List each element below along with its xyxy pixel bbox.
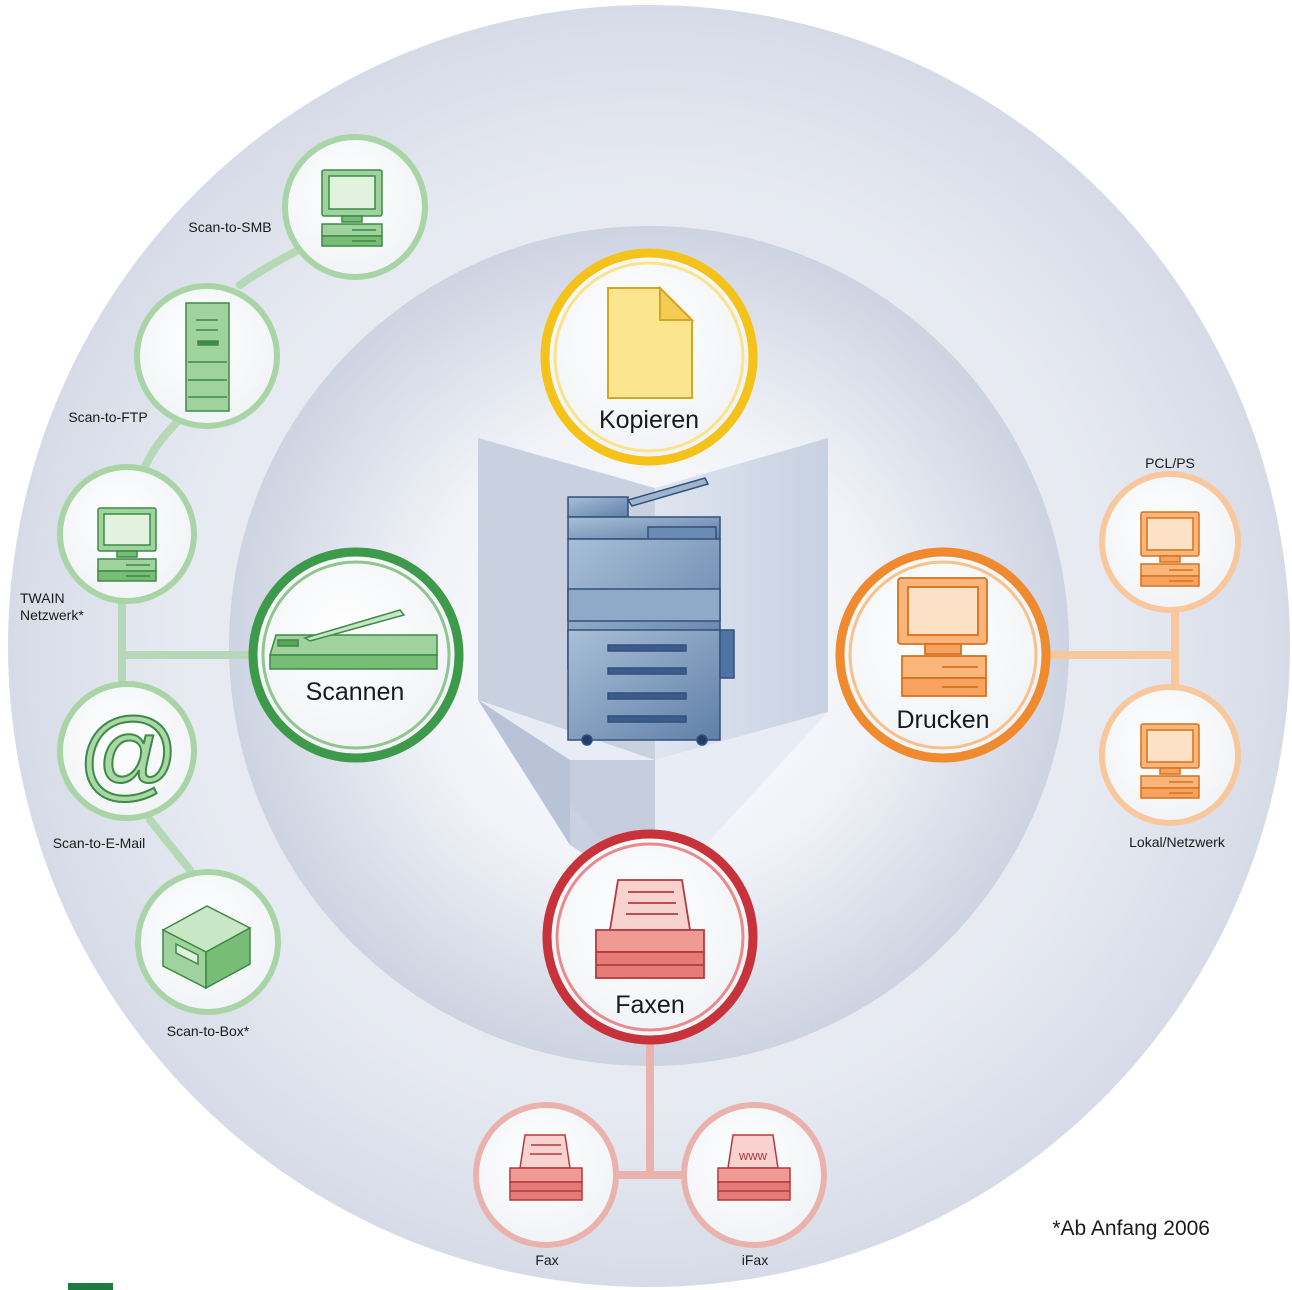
kopieren-label: Kopieren [599, 406, 699, 434]
at-sign-icon: @ [76, 698, 178, 810]
scan-to-email-label: Scan-to-E-Mail [53, 835, 146, 851]
computer-icon [321, 169, 383, 247]
pcl-ps-label: PCL/PS [1145, 455, 1195, 471]
ifax-www-text: www [738, 1148, 768, 1163]
computer-icon [1140, 511, 1200, 587]
faxen-node[interactable]: Faxen [542, 829, 758, 1045]
scan-to-ftp-node[interactable]: Scan-to-FTP [68, 283, 280, 429]
computer-icon [897, 577, 988, 697]
scan-to-smb-node[interactable]: Scan-to-SMB [188, 134, 428, 280]
scan-to-ftp-label: Scan-to-FTP [68, 409, 147, 425]
footnote: *Ab Anfang 2006 [1052, 1217, 1210, 1240]
accent-bar [68, 1283, 113, 1290]
ifax-node[interactable]: www iFax [681, 1102, 827, 1268]
mfp-device-icon [567, 477, 735, 746]
scan-to-smb-label: Scan-to-SMB [188, 219, 271, 235]
kopieren-node[interactable]: Kopieren [540, 248, 758, 466]
twain-label-line1: TWAIN [20, 590, 65, 606]
fax-machine-icon [717, 1134, 791, 1201]
flatbed-scanner-icon [268, 609, 438, 670]
box-icon [161, 905, 252, 990]
computer-icon [1140, 723, 1200, 799]
lokal-netzwerk-label: Lokal/Netzwerk [1129, 834, 1226, 850]
scannen-node[interactable]: Scannen [248, 547, 464, 763]
drucken-label: Drucken [896, 706, 989, 734]
scan-to-box-node[interactable]: Scan-to-Box* [135, 869, 281, 1039]
document-icon [607, 285, 695, 399]
twain-label-line2: Netzwerk* [20, 607, 84, 623]
fax-node[interactable]: Fax [473, 1102, 619, 1268]
scan-to-email-node[interactable]: @ Scan-to-E-Mail [53, 681, 197, 851]
server-icon [185, 302, 230, 412]
pcl-ps-node[interactable]: PCL/PS [1099, 455, 1241, 613]
fax-machine-icon [509, 1134, 583, 1201]
scannen-label: Scannen [306, 678, 405, 706]
drucken-node[interactable]: Drucken [835, 547, 1051, 763]
twain-netzwerk-node[interactable]: TWAIN Netzwerk* [20, 464, 197, 623]
computer-icon [97, 507, 157, 582]
fax-machine-icon [595, 879, 705, 979]
fax-label: Fax [535, 1252, 558, 1268]
faxen-label: Faxen [615, 991, 684, 1019]
scan-to-box-label: Scan-to-Box* [167, 1023, 250, 1039]
ifax-label: iFax [742, 1252, 768, 1268]
lokal-netzwerk-node[interactable]: Lokal/Netzwerk [1099, 684, 1241, 850]
